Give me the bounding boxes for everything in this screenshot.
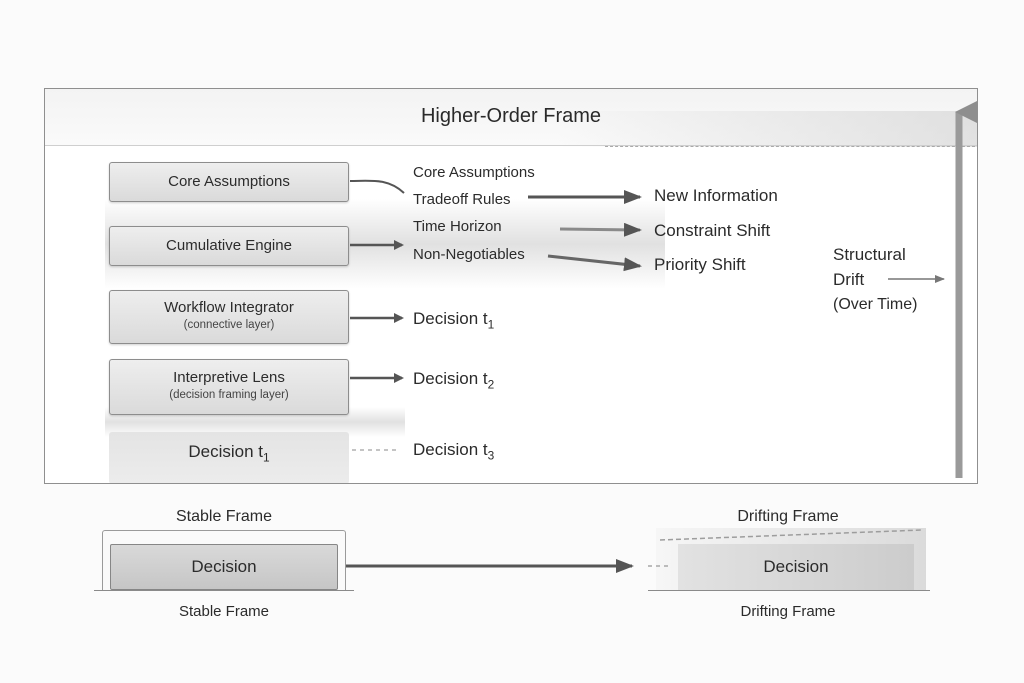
layer-interpretive-lens: Interpretive Lens (decision framing laye… [109,359,349,415]
layer-decision-t1: Decision t1 [109,432,349,483]
layer-core-assumptions: Core Assumptions [109,162,349,202]
drifting-frame-title: Drifting Frame [737,508,839,525]
stable-decision-box: Decision [110,544,338,590]
drift-label-line3: (Over Time) [833,296,918,313]
layer-label: Core Assumptions [168,173,290,190]
drifting-decision-box: Decision [678,544,914,590]
layer-workflow-integrator: Workflow Integrator (connective layer) [109,290,349,344]
drift-label-line2: Drift [833,270,865,289]
header-shade [557,111,977,147]
frame-element-non-negotiables: Non-Negotiables [413,246,525,263]
layer-label: Interpretive Lens [173,369,285,386]
stable-frame-caption: Stable Frame [178,603,270,620]
layer-cumulative-engine: Cumulative Engine [109,226,349,266]
layer-sublabel: (decision framing layer) [169,389,289,401]
drift-label-line1: Structural [833,245,906,264]
decision-t3-label: Decision t3 [413,440,495,463]
decision-t1-label: Decision t1 [413,309,495,332]
layer-label: Decision t1 [188,442,270,465]
layer-sublabel: (connective layer) [183,319,275,331]
layer-label: Workflow Integrator [164,299,294,316]
frame-element-time-horizon: Time Horizon [413,218,502,235]
drifting-baseline [648,590,930,591]
drifting-frame-caption: Drifting Frame [740,603,836,620]
frame-title: Higher-Order Frame [420,105,602,127]
higher-order-frame: Higher-Order Frame Core Assumptions Cumu… [44,88,978,484]
pressure-constraint-shift: Constraint Shift [654,221,771,240]
stable-frame-title: Stable Frame [175,508,273,525]
frame-element-tradeoff-rules: Tradeoff Rules [413,191,511,208]
frame-element-core-assumptions: Core Assumptions [413,164,535,181]
decision-t2-label: Decision t2 [413,369,495,392]
pressure-priority-shift: Priority Shift [654,255,746,274]
pressure-new-information: New Information [654,186,778,205]
stable-baseline [94,590,354,591]
frame-dashed-line [605,146,975,147]
layer-label: Cumulative Engine [166,237,292,254]
